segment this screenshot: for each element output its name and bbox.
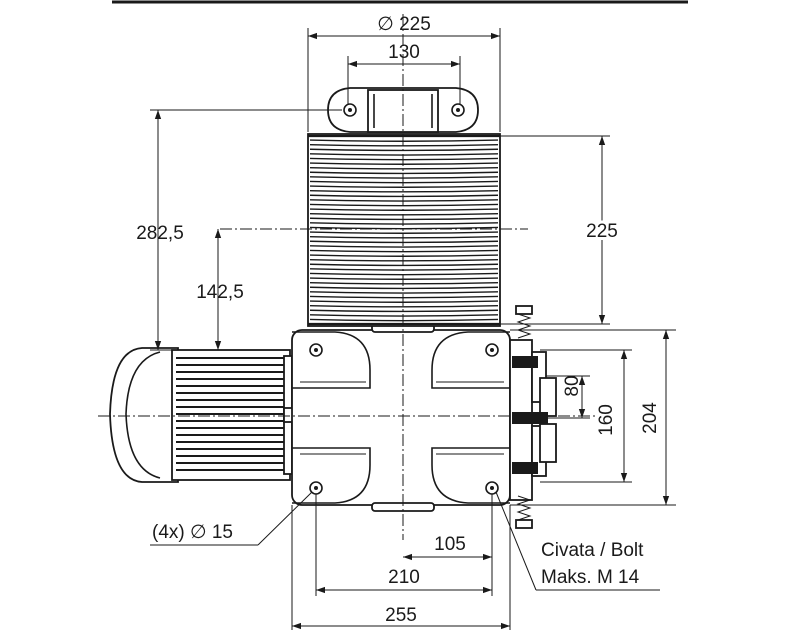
- gearbox-base: [291, 323, 511, 512]
- dim-hole-spacing: 210: [388, 567, 420, 588]
- lug-bottom-right: [431, 447, 510, 504]
- dim-overall-height: 282,5: [136, 223, 184, 244]
- tension-bracket: [509, 305, 557, 529]
- dim-base-depth: 204: [640, 402, 661, 434]
- lug-top-right: [431, 331, 510, 389]
- lug-bottom-left: [292, 447, 371, 504]
- lug-top-left: [292, 331, 371, 389]
- drum-body: [307, 133, 501, 327]
- dim-top-plate-width: 130: [388, 42, 420, 63]
- dim-drum-length: 225: [586, 221, 618, 242]
- dim-base-width: 255: [385, 605, 417, 626]
- dim-drum-diameter: ∅ 225: [377, 14, 431, 35]
- motor-fins: [176, 357, 286, 471]
- rope-drum: [307, 87, 501, 327]
- dim-drum-center-height: 142,5: [196, 282, 244, 303]
- dim-bracket-span: 160: [596, 404, 617, 436]
- drum-grooves: [310, 139, 498, 322]
- motor-end-cap: [109, 347, 179, 483]
- motor-end-cap-inner: [125, 351, 161, 479]
- note-bolt-line-2: Maks. M 14: [541, 567, 640, 588]
- base-plate: [291, 329, 511, 506]
- dim-bracket-gap: 80: [562, 375, 583, 396]
- note-bolt-line-1: Civata / Bolt: [541, 540, 644, 561]
- motor: [109, 347, 295, 483]
- dim-hole-spacing-half: 105: [434, 534, 466, 555]
- note-mounting-holes: (4x) ∅ 15: [152, 522, 233, 543]
